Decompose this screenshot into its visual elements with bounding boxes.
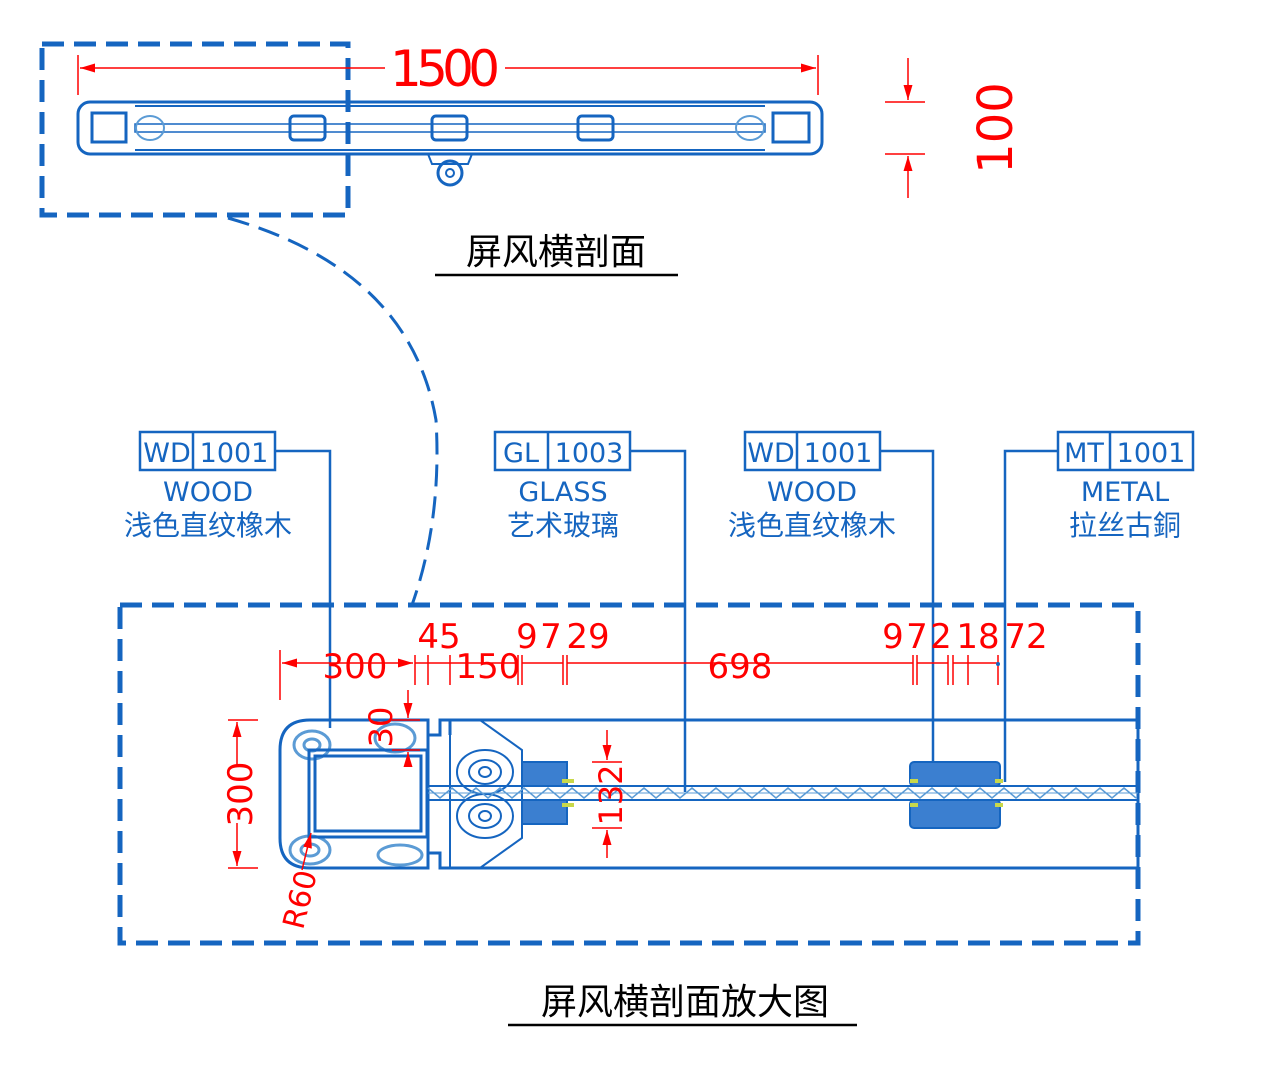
dim-150: 150: [456, 647, 521, 687]
enlarged-title: 屏风横剖面放大图: [541, 982, 829, 1023]
clamp-left: [521, 761, 574, 825]
wood-post: [278, 718, 430, 870]
tag-code: GL: [503, 438, 539, 469]
dim-100: 100: [968, 82, 1024, 174]
screen-section-small: [76, 100, 824, 187]
material-tag-wd-1: WD 1001 WOOD 浅色直纹橡木: [124, 430, 332, 728]
dim-9-left: 9: [516, 617, 538, 657]
dim-30: 30: [362, 707, 400, 748]
tag-code: WD: [143, 438, 191, 469]
clamp-right: [909, 761, 1003, 829]
tag-description: 艺术玻璃: [507, 509, 619, 542]
tag-code: WD: [747, 438, 795, 469]
callout-leader-curve: [227, 216, 439, 606]
tag-description: 浅色直纹橡木: [728, 509, 896, 542]
dim-72: 72: [1004, 617, 1047, 657]
tag-number: 1001: [200, 438, 269, 469]
tag-description: 浅色直纹橡木: [124, 509, 292, 542]
dim-18: 18: [956, 617, 999, 657]
dim-1500: 1500: [390, 40, 500, 98]
dim-r60: R60: [277, 867, 325, 933]
dim-9-right: 9: [882, 617, 904, 657]
dimension-glass: 132: [592, 730, 630, 858]
tag-number: 1001: [1117, 438, 1186, 469]
tag-number: 1003: [555, 438, 624, 469]
dimension-overall-depth: 100: [885, 58, 1024, 198]
section-title: 屏风横剖面: [466, 232, 646, 273]
dim-2: 2: [930, 617, 952, 657]
dim-300-width: 300: [323, 647, 388, 687]
dim-7-left: 7: [540, 617, 562, 657]
material-tag-wd-2: WD 1001 WOOD 浅色直纹橡木: [728, 430, 935, 765]
tag-material: WOOD: [767, 477, 857, 508]
dim-300-height: 300: [221, 762, 261, 827]
detail-callout-box: [39, 41, 351, 218]
tag-material: WOOD: [163, 477, 253, 508]
dim-7-right: 7: [906, 617, 928, 657]
dimension-chain: 300 45 150 9 7 29 698 9 7 2 18 72: [279, 617, 1048, 700]
dim-29: 29: [566, 617, 609, 657]
frame-profile: [428, 718, 1140, 870]
glass-panel: [427, 785, 1138, 801]
tag-material: METAL: [1081, 477, 1169, 508]
dimension-overall-length: 1500: [77, 40, 819, 98]
dim-45: 45: [417, 617, 460, 657]
tag-description: 拉丝古銅: [1069, 509, 1181, 542]
material-tag-gl: GL 1003 GLASS 艺术玻璃: [493, 430, 687, 792]
tag-number: 1001: [804, 438, 873, 469]
tag-material: GLASS: [518, 477, 607, 508]
dimension-post-height: 300: [221, 719, 261, 869]
dimension-wall: 30: [362, 690, 420, 767]
material-tag-mt: MT 1001 METAL 拉丝古銅: [1003, 430, 1195, 782]
dim-132: 132: [592, 764, 630, 825]
dim-698: 698: [708, 647, 773, 687]
tag-code: MT: [1064, 438, 1104, 469]
